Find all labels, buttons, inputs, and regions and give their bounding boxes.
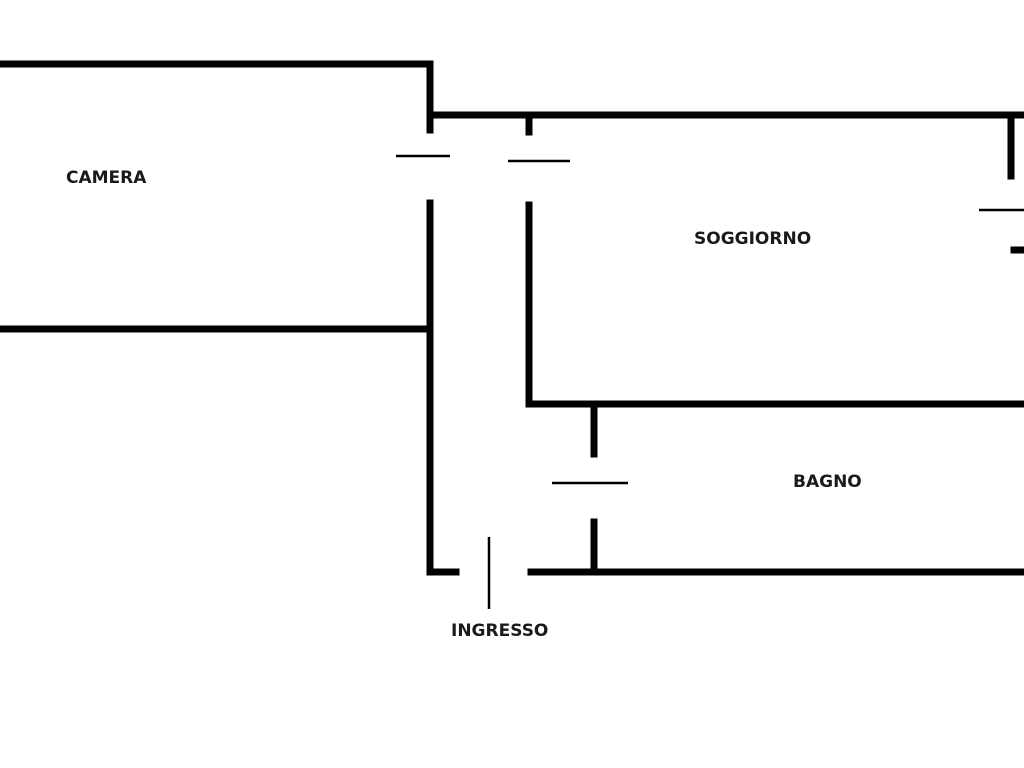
bagno-label: BAGNO [793,472,862,492]
camera-label: CAMERA [66,168,147,188]
soggiorno-label: SOGGIORNO [694,229,812,249]
ingresso-label: INGRESSO [451,621,549,641]
